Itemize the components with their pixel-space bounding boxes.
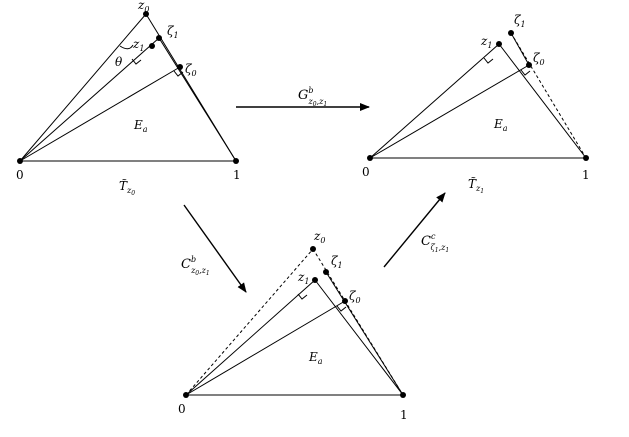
- bt-point-z1: [312, 277, 318, 283]
- tl-right-angle-2: [173, 70, 184, 77]
- tr-dashed-zeta1-one: [510, 32, 587, 159]
- tr-label-one: 1: [582, 168, 590, 182]
- bt-point-0: [183, 392, 189, 398]
- tr-right-angle-1: [483, 57, 494, 64]
- tr-point-0: [367, 155, 373, 161]
- bt-point-1: [400, 392, 406, 398]
- bt-label-zeta1: ζ1: [331, 254, 343, 270]
- tl-point-z1: [149, 43, 155, 49]
- panel-top-right: ζ1 z1 ζ0 Ea 0 1 T̃z1: [362, 13, 590, 195]
- bt-label-one: 1: [400, 408, 408, 422]
- tr-point-zeta1: [508, 30, 514, 36]
- bt-label-z0: z0: [313, 229, 325, 245]
- bt-point-zeta0: [342, 298, 348, 304]
- arrow-C-right: [383, 192, 446, 268]
- tl-label-base: T̃z0: [119, 178, 135, 197]
- bt-label-zeta0: ζ0: [349, 289, 361, 305]
- tr-point-z1: [496, 41, 502, 47]
- tl-left-edge: [19, 13, 147, 162]
- arrow-C-left: [183, 204, 247, 293]
- tl-label-z0: z0: [137, 0, 149, 14]
- tl-ray-zeta0: [19, 66, 181, 162]
- tr-label-zeta0: ζ0: [533, 51, 545, 67]
- bt-point-z0: [310, 246, 316, 252]
- tl-point-zeta1: [156, 35, 162, 41]
- tl-label-one: 1: [233, 168, 241, 182]
- tr-label-base: T̃z1: [468, 176, 484, 195]
- tr-label-zeta1: ζ1: [514, 13, 526, 29]
- bt-label-origin: 0: [178, 402, 186, 416]
- tl-point-z0: [143, 11, 149, 17]
- panel-top-left: z0 z1 ζ1 ζ0 θ Ea 0 1 T̃z0: [16, 0, 241, 197]
- tl-point-1: [233, 158, 239, 164]
- tl-ray-zeta1: [19, 37, 160, 162]
- bt-ray-z1: [185, 279, 316, 396]
- tl-label-zeta0: ζ0: [185, 62, 197, 78]
- tl-right-angle-1: [131, 58, 142, 65]
- tr-ray-zeta0: [369, 64, 530, 159]
- bt-label-z1: z1: [297, 270, 309, 286]
- tl-label-theta: θ: [115, 55, 123, 69]
- tl-label-origin: 0: [16, 168, 24, 182]
- tr-label-z1: z1: [480, 34, 492, 50]
- bt-right-angle-1: [297, 293, 308, 300]
- bt-ray-zeta0: [185, 300, 346, 396]
- tl-point-0: [17, 158, 23, 164]
- tl-label-z1: z1: [132, 37, 144, 53]
- bt-label-region: Ea: [308, 350, 323, 366]
- panel-bottom: z0 ζ1 z1 ζ0 Ea 0 1: [178, 229, 408, 422]
- bt-point-zeta1: [323, 269, 329, 275]
- tl-line-zeta1-one: [158, 37, 237, 162]
- tr-label-origin: 0: [362, 165, 370, 179]
- tl-label-zeta1: ζ1: [167, 24, 179, 40]
- tr-label-region: Ea: [493, 117, 508, 133]
- tl-label-region: Ea: [133, 118, 148, 134]
- tr-line-z1-one: [498, 43, 587, 159]
- bt-line-z1-one: [314, 279, 404, 396]
- tr-right-angle-2: [520, 69, 531, 76]
- tr-left-edge: [369, 43, 500, 159]
- bt-right-angle-2: [336, 305, 347, 312]
- tl-theta-arc: [119, 44, 134, 50]
- bt-dashed-left-edge: [185, 248, 314, 396]
- bt-line-zeta1-one: [325, 271, 404, 396]
- tl-point-zeta0: [177, 64, 183, 70]
- tr-point-zeta0: [526, 62, 532, 68]
- tr-point-1: [583, 155, 589, 161]
